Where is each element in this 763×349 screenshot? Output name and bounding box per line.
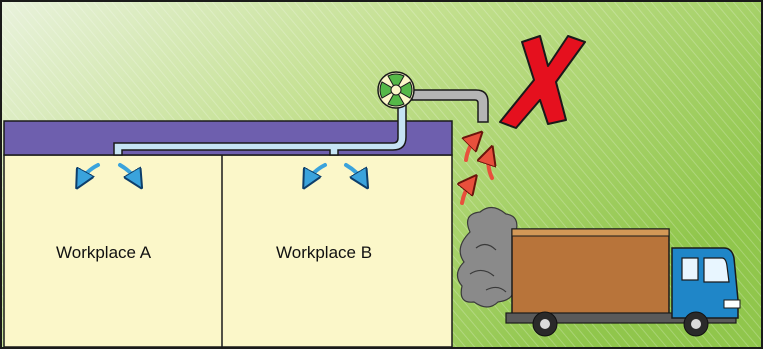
ventilation-duct [113, 102, 407, 156]
air-arrow-a-right [118, 163, 138, 182]
supply-air-arrows [80, 163, 364, 182]
fume-arrow-3 [462, 181, 472, 205]
air-arrow-b-right [344, 163, 364, 182]
truck-cargo-box [511, 228, 670, 316]
air-arrow-a-left [80, 163, 100, 182]
truck-icon [505, 228, 741, 337]
room-label-workplace-b: Workplace B [276, 243, 373, 262]
truck-rear-window [681, 257, 699, 281]
fume-arrow-2 [488, 153, 492, 180]
truck-windshield [703, 257, 730, 283]
truck-wheel-rear [532, 311, 558, 337]
truck-wheel-front [683, 311, 709, 337]
forbidden-x-icon [499, 35, 586, 129]
fume-intake-arrows [462, 137, 492, 205]
room-label-workplace-a: Workplace A [56, 243, 152, 262]
ventilation-fan-icon [377, 71, 415, 109]
exhaust-pipe [411, 89, 489, 123]
air-arrow-b-left [307, 163, 327, 182]
fume-arrow-1 [466, 137, 477, 162]
